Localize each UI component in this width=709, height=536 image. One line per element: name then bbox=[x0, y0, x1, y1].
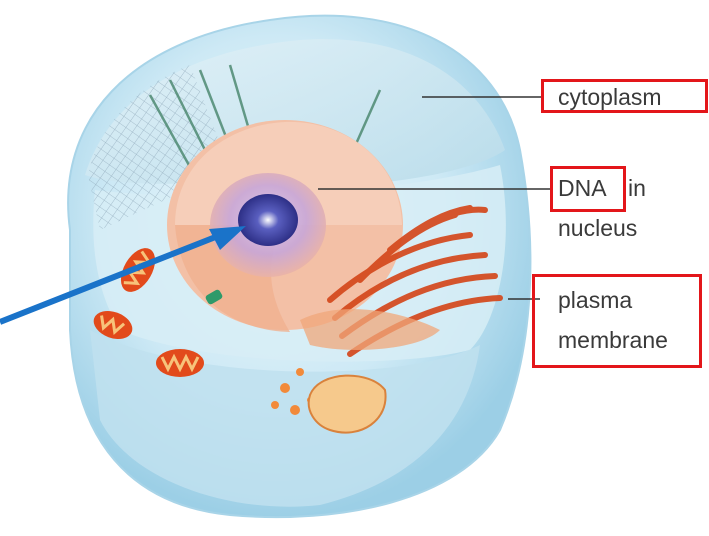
cytoplasm-highlight-box bbox=[541, 79, 708, 113]
dna-in-label: in bbox=[628, 175, 646, 201]
chromatin bbox=[238, 194, 298, 246]
plasma-membrane-highlight-box bbox=[532, 274, 702, 368]
dna-highlight-box bbox=[550, 166, 626, 212]
nucleus-label: nucleus bbox=[558, 215, 637, 241]
